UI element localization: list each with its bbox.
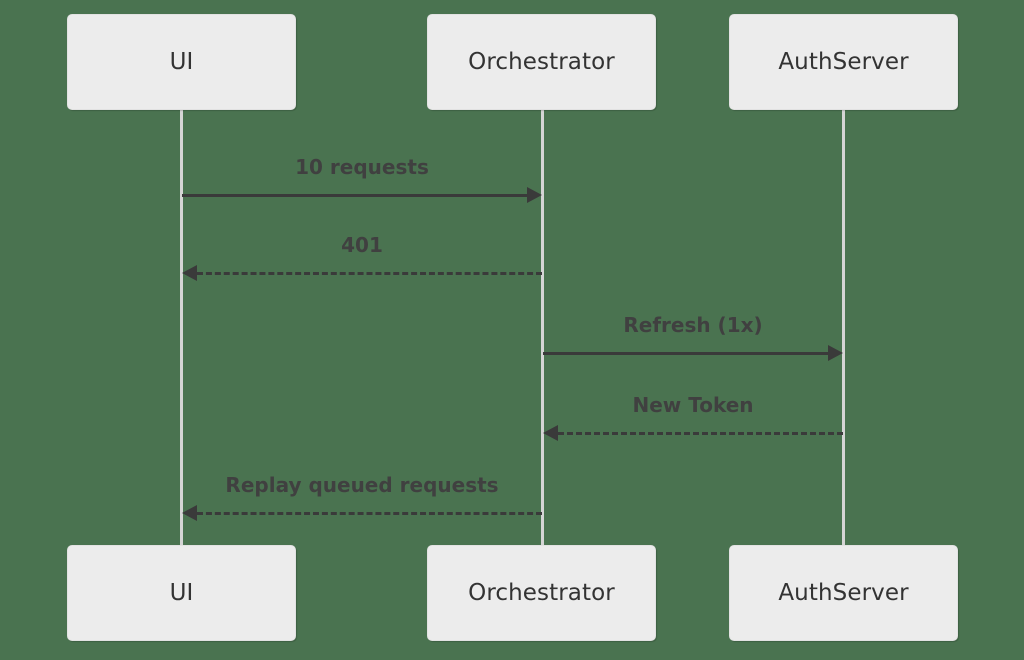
message-label-refresh: Refresh (1x) bbox=[623, 313, 763, 337]
message-line-replay-queued-requests bbox=[197, 512, 542, 515]
participant-box-ui-top[interactable]: UI bbox=[67, 14, 296, 110]
participant-label-authserver-bottom: AuthServer bbox=[778, 579, 909, 606]
message-line-401 bbox=[197, 272, 542, 275]
lifeline-orchestrator bbox=[541, 110, 544, 546]
participant-label-authserver-top: AuthServer bbox=[778, 48, 909, 75]
lifeline-authserver bbox=[842, 110, 845, 546]
participant-box-authserver-bottom[interactable]: AuthServer bbox=[729, 545, 958, 641]
arrowhead-right-icon bbox=[828, 345, 843, 361]
participant-label-orchestrator-top: Orchestrator bbox=[468, 48, 615, 75]
message-label-replay-queued-requests: Replay queued requests bbox=[225, 473, 499, 497]
message-label-401: 401 bbox=[341, 233, 383, 257]
arrowhead-left-icon bbox=[182, 505, 197, 521]
message-line-refresh bbox=[543, 352, 828, 355]
participant-box-orchestrator-top[interactable]: Orchestrator bbox=[427, 14, 656, 110]
message-label-new-token: New Token bbox=[632, 393, 754, 417]
participant-label-ui-top: UI bbox=[169, 48, 194, 75]
participant-label-orchestrator-bottom: Orchestrator bbox=[468, 579, 615, 606]
participant-box-ui-bottom[interactable]: UI bbox=[67, 545, 296, 641]
participant-box-authserver-top[interactable]: AuthServer bbox=[729, 14, 958, 110]
arrowhead-left-icon bbox=[182, 265, 197, 281]
lifeline-ui bbox=[180, 110, 183, 546]
message-line-10-requests bbox=[182, 194, 527, 197]
participant-box-orchestrator-bottom[interactable]: Orchestrator bbox=[427, 545, 656, 641]
participant-label-ui-bottom: UI bbox=[169, 579, 194, 606]
arrowhead-left-icon bbox=[543, 425, 558, 441]
message-line-new-token bbox=[558, 432, 843, 435]
arrowhead-right-icon bbox=[527, 187, 542, 203]
message-label-10-requests: 10 requests bbox=[295, 155, 429, 179]
